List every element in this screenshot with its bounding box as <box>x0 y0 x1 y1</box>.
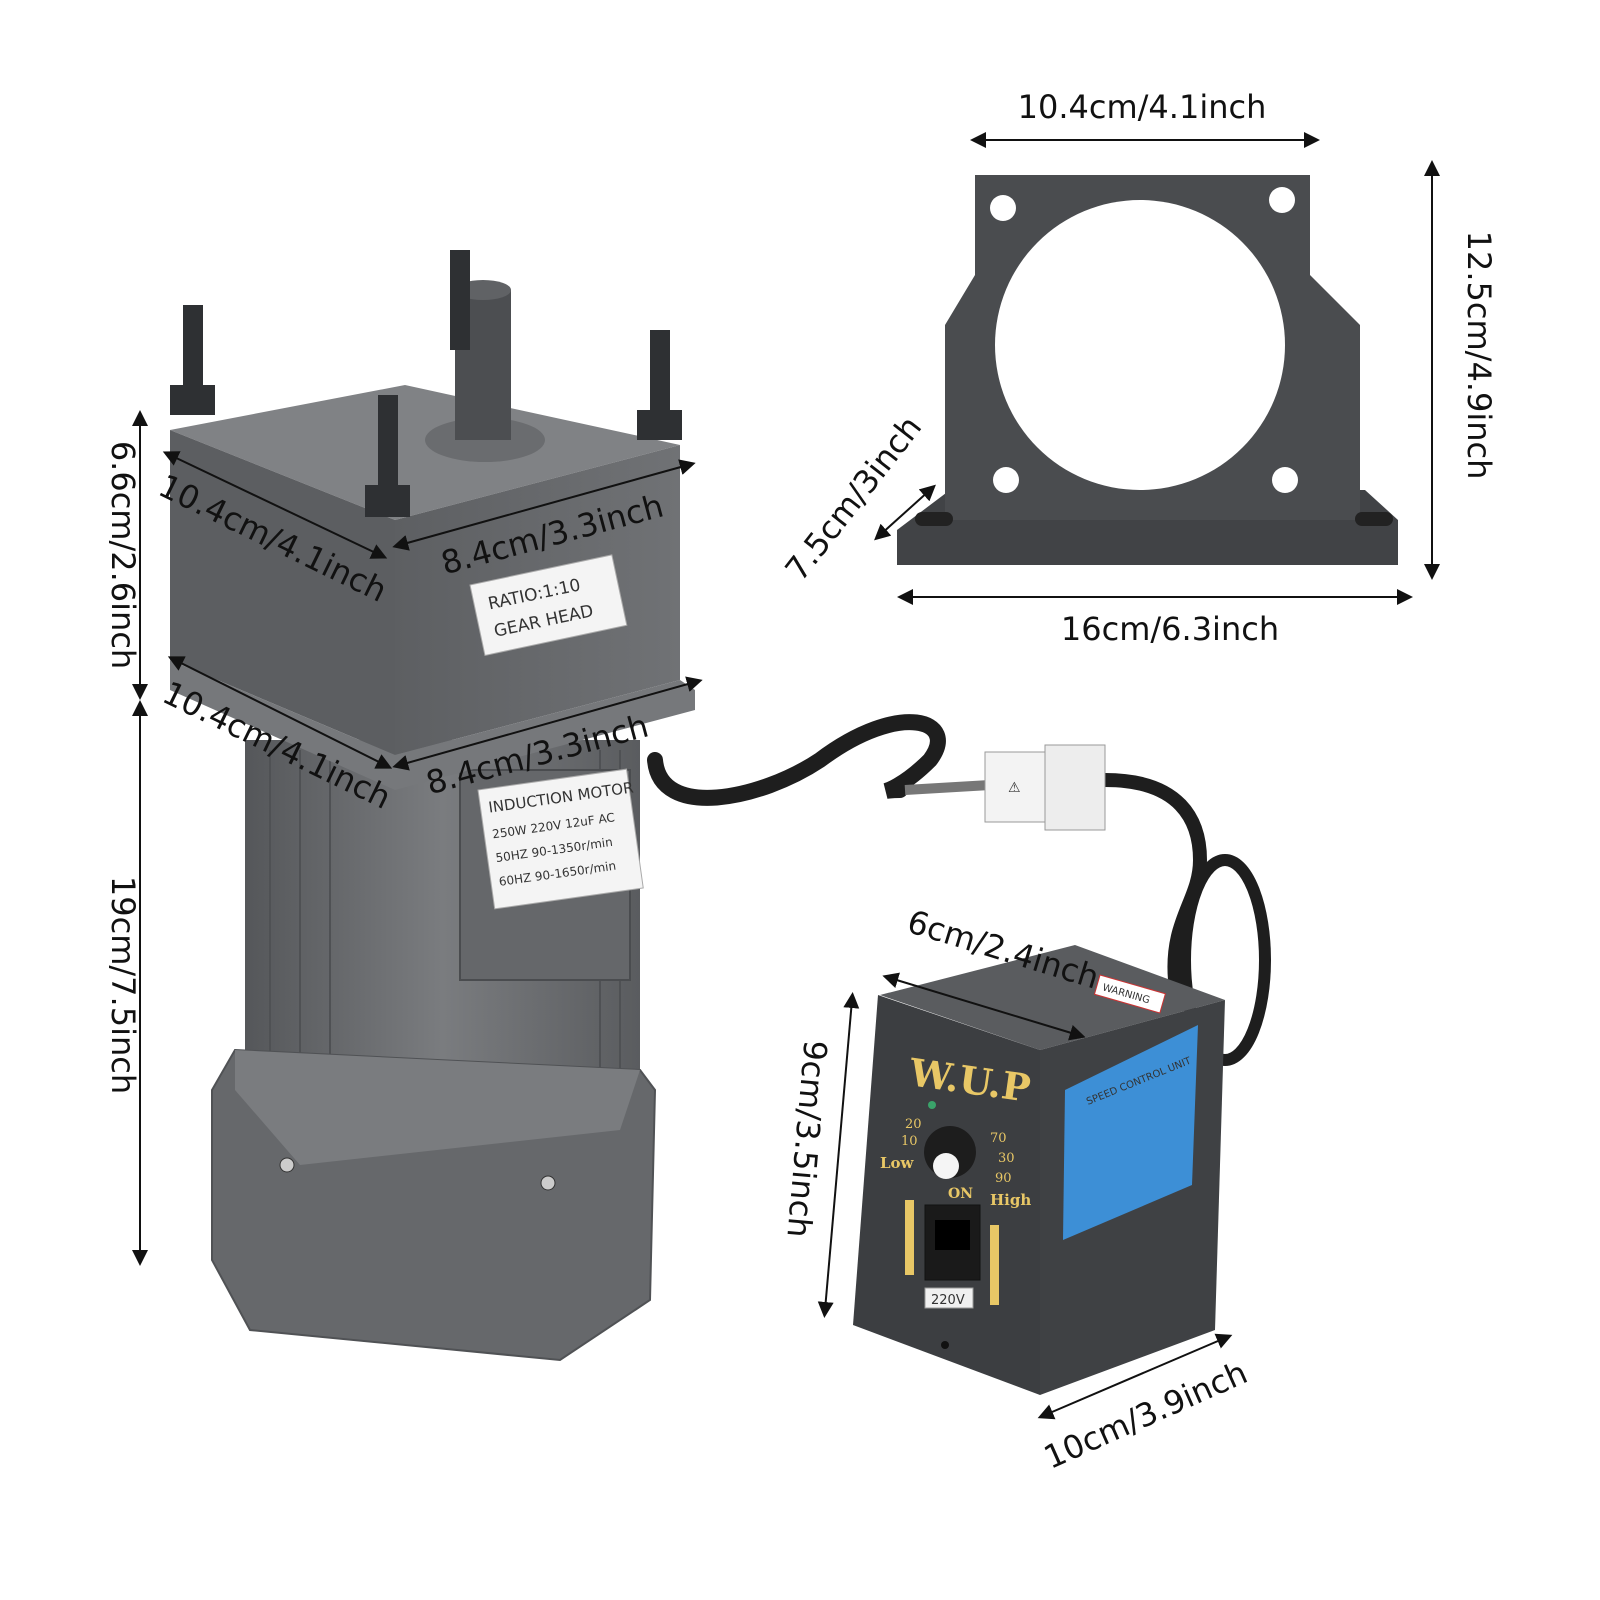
stud <box>183 305 203 395</box>
switch-guide-left <box>905 1200 914 1275</box>
bracket-slot <box>915 512 953 526</box>
dimension-lines <box>132 132 1440 1420</box>
warning-triangle-icon: ⚠ <box>1008 780 1021 796</box>
arrow-controller-depth <box>1037 1333 1233 1420</box>
dial-mark-90: 90 <box>995 1171 1012 1186</box>
nut <box>170 385 215 415</box>
gearbox-top <box>170 385 680 520</box>
on-label: ON <box>948 1186 973 1202</box>
motor-label: INDUCTION MOTOR 250W 220V 12uF AC 50HZ 9… <box>477 768 644 910</box>
dim-gear-height: 6.6cm/2.6inch <box>104 441 142 669</box>
switch-guide-right <box>990 1225 999 1305</box>
dim-motor-height: 19cm/7.5inch <box>104 876 142 1094</box>
dial-mark-10: 10 <box>901 1134 918 1149</box>
stud <box>450 250 470 350</box>
dial-mark-70: 70 <box>990 1131 1007 1146</box>
arrow-controller-height <box>817 992 860 1318</box>
bracket-hole <box>1269 187 1295 213</box>
power-switch[interactable] <box>924 1204 981 1281</box>
screw-icon <box>279 1157 295 1173</box>
gear-label: RATIO:1:10 GEAR HEAD <box>469 554 628 657</box>
arrow-gear-depth <box>392 459 696 551</box>
screw-hole-icon <box>941 1341 949 1349</box>
bracket-slot <box>1355 512 1393 526</box>
high-label: High <box>990 1191 1031 1209</box>
fan-cover-top <box>235 1050 640 1165</box>
mounting-bracket <box>897 175 1398 565</box>
screw-icon <box>540 1175 556 1191</box>
controller-blue-label <box>1063 1025 1198 1240</box>
arrow-controller-width <box>882 972 1086 1041</box>
cable <box>647 714 1271 1066</box>
speed-controller: SPEED CONTROL UNIT WARNING W.U.P 20 10 7… <box>853 945 1225 1395</box>
nut <box>637 410 682 440</box>
stud <box>650 330 670 420</box>
speed-knob[interactable] <box>924 1126 976 1179</box>
low-label: Low <box>880 1154 915 1172</box>
connector: ⚠ <box>984 744 1106 831</box>
dial-mark-20: 20 <box>905 1117 922 1132</box>
arrow-gear-width <box>162 451 388 559</box>
nut <box>365 485 410 517</box>
dial-mark-30: 30 <box>998 1151 1015 1166</box>
bracket-hole <box>990 195 1016 221</box>
arrow-bracket-depth <box>874 484 936 541</box>
dim-bracket-height: 12.5cm/4.9inch <box>1460 231 1498 480</box>
power-led-icon <box>928 1101 936 1109</box>
bracket-hole <box>1272 467 1298 493</box>
arrow-motor-depth <box>392 676 703 771</box>
dim-bracket-top: 10.4cm/4.1inch <box>1018 88 1267 126</box>
arrow-motor-width <box>167 656 393 769</box>
bracket-center-hole <box>995 200 1285 490</box>
dim-bracket-base: 16cm/6.3inch <box>1061 610 1279 648</box>
gear-motor: INDUCTION MOTOR 250W 220V 12uF AC 50HZ 9… <box>170 250 695 1362</box>
stud <box>378 395 398 495</box>
voltage-label: 220V <box>931 1293 965 1308</box>
bracket-hole <box>993 467 1019 493</box>
dim-controller-height: 9cm/3.5inch <box>779 1039 834 1239</box>
voltage-tag: 220V <box>924 1287 974 1309</box>
